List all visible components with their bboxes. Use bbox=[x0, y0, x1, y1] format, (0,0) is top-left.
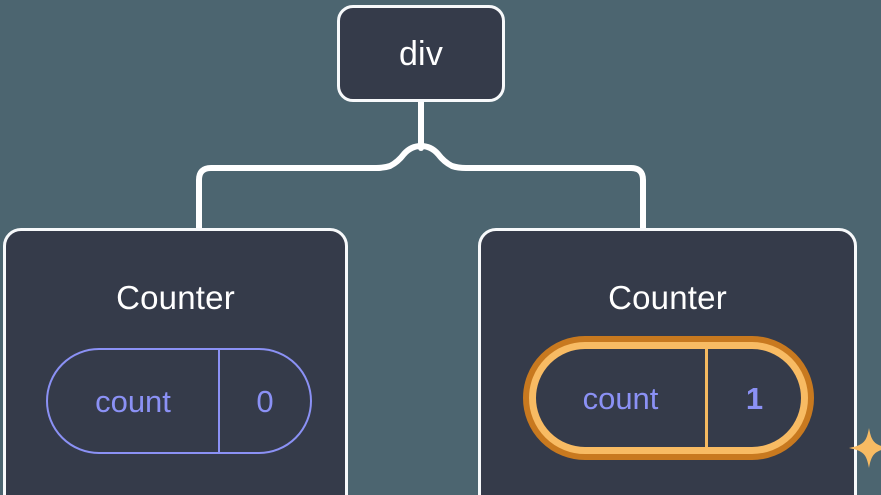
state-pill-core: count 1 bbox=[536, 349, 801, 447]
state-pill-key-cell: count bbox=[536, 349, 708, 447]
state-value-label: 0 bbox=[256, 383, 274, 419]
node-counter-right[interactable]: Counter count 1 bbox=[478, 228, 881, 495]
state-pill-key-cell: count bbox=[48, 350, 220, 452]
sparkle-large-icon bbox=[849, 428, 881, 468]
node-div[interactable]: div bbox=[337, 5, 505, 102]
state-pill-count-right-highlighted[interactable]: count 1 bbox=[523, 336, 881, 468]
state-value-label: 1 bbox=[745, 380, 764, 416]
node-div-label: div bbox=[398, 34, 444, 73]
sparkle-group bbox=[849, 428, 881, 468]
state-pill-value-cell: 1 bbox=[708, 349, 801, 447]
highlight-ring-inner bbox=[529, 342, 808, 454]
node-counter-left-title: Counter bbox=[116, 279, 235, 316]
state-pill-value-cell: 0 bbox=[220, 350, 310, 452]
node-counter-left[interactable]: Counter count 0 bbox=[3, 228, 348, 495]
highlight-ring-outer bbox=[523, 336, 814, 460]
state-pill-count-left[interactable]: count 0 bbox=[46, 348, 312, 454]
state-key-label: count bbox=[95, 383, 171, 419]
node-counter-right-title: Counter bbox=[608, 279, 727, 316]
state-key-label: count bbox=[582, 380, 659, 416]
